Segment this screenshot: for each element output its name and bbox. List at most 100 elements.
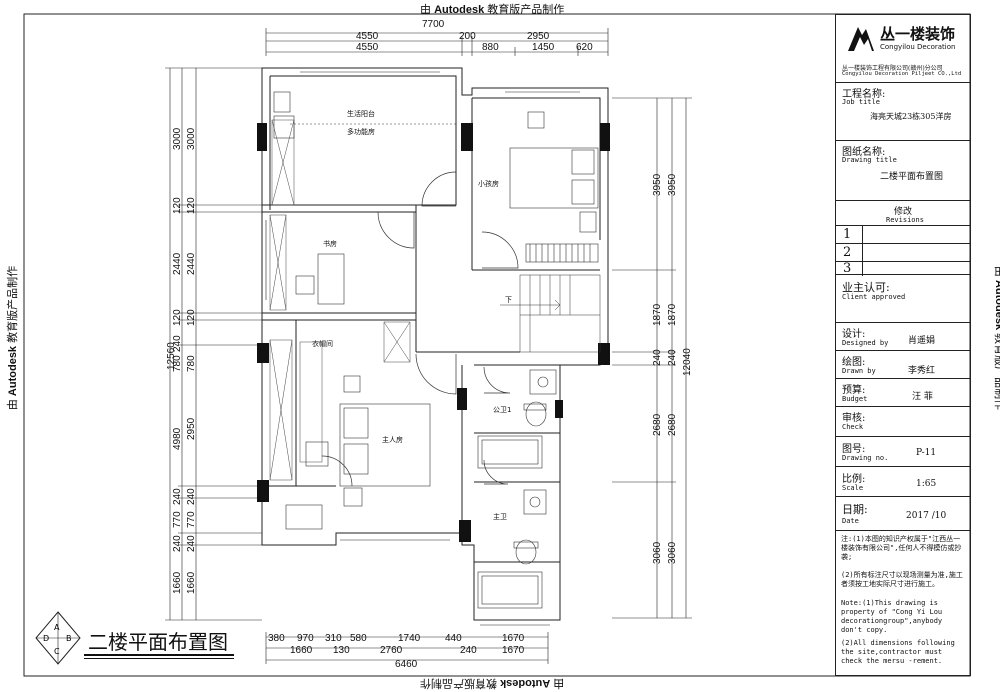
dim-right-inner-3: 2680 — [667, 413, 678, 436]
staircase — [500, 274, 601, 353]
scale-sub: Scale — [842, 484, 864, 492]
dim-left-inner-1: 120 — [186, 197, 197, 214]
dim-bottom-b-2: 2760 — [380, 645, 403, 656]
compass-b: B — [66, 634, 72, 643]
dim-top-b3: 1450 — [532, 42, 555, 53]
tb-design-row: 设计: Designed by 肖遥娟 — [836, 323, 970, 351]
dim-left-outer-4: 240 — [172, 335, 183, 352]
watermark-top: 由 Autodesk 教育版产品制作 — [420, 4, 565, 16]
dim-left-outer-7: 240 — [172, 488, 183, 505]
dim-left-inner-2: 2440 — [186, 252, 197, 275]
dim-right-inner-2: 240 — [667, 349, 678, 366]
dim-left-inner-7: 770 — [186, 511, 197, 528]
drawn-value: 李秀红 — [908, 366, 936, 376]
date-label: 日期: — [842, 503, 868, 516]
dim-top-a1: 4550 — [356, 31, 379, 42]
budget-sub: Budget — [842, 395, 868, 403]
room-label-study: 书房 — [323, 239, 337, 248]
title-block: 丛一楼装饰 Congyilou Decoration 丛一楼装饰工程有限公司(赣… — [835, 14, 971, 676]
plan-title: 二楼平面布置图 — [88, 630, 228, 654]
budget-label: 预算: — [842, 385, 866, 396]
drawing-value: 二楼平面布置图 — [880, 172, 944, 182]
dim-top-a3: 2950 — [527, 31, 550, 42]
company-name-en: Congyilou Decoration — [880, 43, 956, 51]
dim-bottom-a-5: 440 — [445, 633, 462, 644]
left-dimension-text: 12560 3000 120 2440 120 240 780 4980 240… — [166, 127, 197, 594]
left-dimension-lines — [165, 67, 262, 621]
bottom-dimension-lines — [265, 632, 549, 664]
tb-date-row: 日期: Date 2017 /10 — [836, 497, 970, 531]
design-sub: Designed by — [842, 339, 889, 347]
tb-job-row: 工程名称: Job title 海亮天城23栋305洋房 — [836, 83, 970, 141]
compass-d: D — [43, 634, 49, 643]
scale-value: 1:65 — [916, 479, 937, 489]
room-label-public-bath: 公卫1 — [493, 406, 511, 414]
dim-left-inner-3: 120 — [186, 309, 197, 326]
tb-drawn-row: 绘图: Drawn by 李秀红 — [836, 351, 970, 379]
client-label: 业主认可: — [842, 281, 890, 294]
dim-bottom-a-0: 380 — [268, 633, 285, 644]
wardrobes — [269, 119, 411, 481]
dim-left-outer-3: 120 — [172, 309, 183, 326]
dim-top-b2: 880 — [482, 42, 499, 53]
job-label: 工程名称: — [842, 89, 886, 100]
dim-right-inner-0: 3950 — [667, 173, 678, 196]
room-label-kids: 小孩房 — [478, 179, 499, 188]
rev-label: 修改 — [894, 207, 913, 217]
dim-left-inner-9: 1660 — [186, 571, 197, 594]
dim-left-inner-0: 3000 — [186, 127, 197, 150]
design-value: 肖遥娟 — [908, 336, 936, 346]
top-dimension-lines — [265, 28, 609, 56]
dim-bottom-a-6: 1670 — [502, 633, 525, 644]
design-label: 设计: — [842, 329, 866, 340]
check-sub: Check — [842, 423, 864, 431]
dim-left-total: 12560 — [166, 342, 177, 370]
drawn-label: 绘图: — [842, 357, 866, 368]
scale-label: 比例: — [842, 474, 866, 485]
dim-bottom-a-4: 1740 — [398, 633, 421, 644]
drawing-sub: Drawing title — [842, 156, 897, 164]
dim-left-outer-2: 2440 — [172, 252, 183, 275]
company-full-cn: 丛一楼装饰工程有限公司(赣州)分公司 — [842, 65, 943, 72]
dim-top-a2: 200 — [459, 31, 476, 42]
room-label-master: 主人房 — [382, 435, 403, 444]
dim-top-b1: 4550 — [356, 42, 379, 53]
date-sub: Date — [842, 517, 859, 525]
drawn-sub: Drawn by — [842, 367, 876, 375]
company-name-cn: 丛一楼装饰 — [880, 25, 956, 43]
dim-right-outer-2: 240 — [652, 349, 663, 366]
room-label-multi: 多功能房 — [347, 127, 375, 136]
drawing-label: 图纸名称: — [842, 147, 886, 158]
dim-left-outer-0: 3000 — [172, 127, 183, 150]
rev-row-3: 3 — [836, 261, 970, 276]
tb-client-row: 业主认可: Client approved — [836, 275, 970, 323]
dim-right-outer-1: 1870 — [652, 303, 663, 326]
room-label-closet: 衣帽间 — [312, 339, 333, 348]
note-cn-1: 注:(1)本图的知识产权属于"江西丛一楼装饰有限公司",任何人不得模仿或抄袭; — [841, 535, 962, 561]
tb-scale-row: 比例: Scale 1:65 — [836, 467, 970, 497]
drawing-no-value: P-11 — [916, 448, 937, 458]
tb-logo-row: 丛一楼装饰 Congyilou Decoration 丛一楼装饰工程有限公司(赣… — [836, 15, 970, 83]
right-dimension-text: 3950 1870 240 2680 3060 3950 1870 240 26… — [652, 173, 693, 564]
dim-top-b4: 620 — [576, 42, 593, 53]
dim-bottom-total: 6460 — [395, 659, 418, 670]
tb-check-row: 审核: Check — [836, 407, 970, 437]
dim-right-inner-4: 3060 — [667, 541, 678, 564]
dim-bottom-b-1: 130 — [333, 645, 350, 656]
dim-left-outer-1: 120 — [172, 197, 183, 214]
dim-left-inner-8: 240 — [186, 535, 197, 552]
dim-bottom-b-0: 1660 — [290, 645, 313, 656]
note-cn-2: (2)所有标注尺寸以现场测量为准,施工者须按工地实际尺寸进行施工。 — [841, 571, 963, 588]
dim-bottom-a-3: 580 — [350, 633, 367, 644]
dim-left-outer-6: 4980 — [172, 427, 183, 450]
furniture — [273, 91, 599, 530]
plan-title-underline — [84, 654, 234, 656]
dim-right-inner-1: 1870 — [667, 303, 678, 326]
plan-title-underline-thin — [84, 658, 234, 659]
bottom-dimension-text: 380 970 310 580 1740 440 1670 1660 130 2… — [268, 633, 525, 670]
dim-right-total: 12040 — [682, 348, 693, 376]
client-sub: Client approved — [842, 293, 906, 301]
job-value: 海亮天城23栋305洋房 — [870, 112, 952, 121]
dim-left-outer-9: 240 — [172, 535, 183, 552]
dim-left-inner-4: 780 — [186, 355, 197, 372]
